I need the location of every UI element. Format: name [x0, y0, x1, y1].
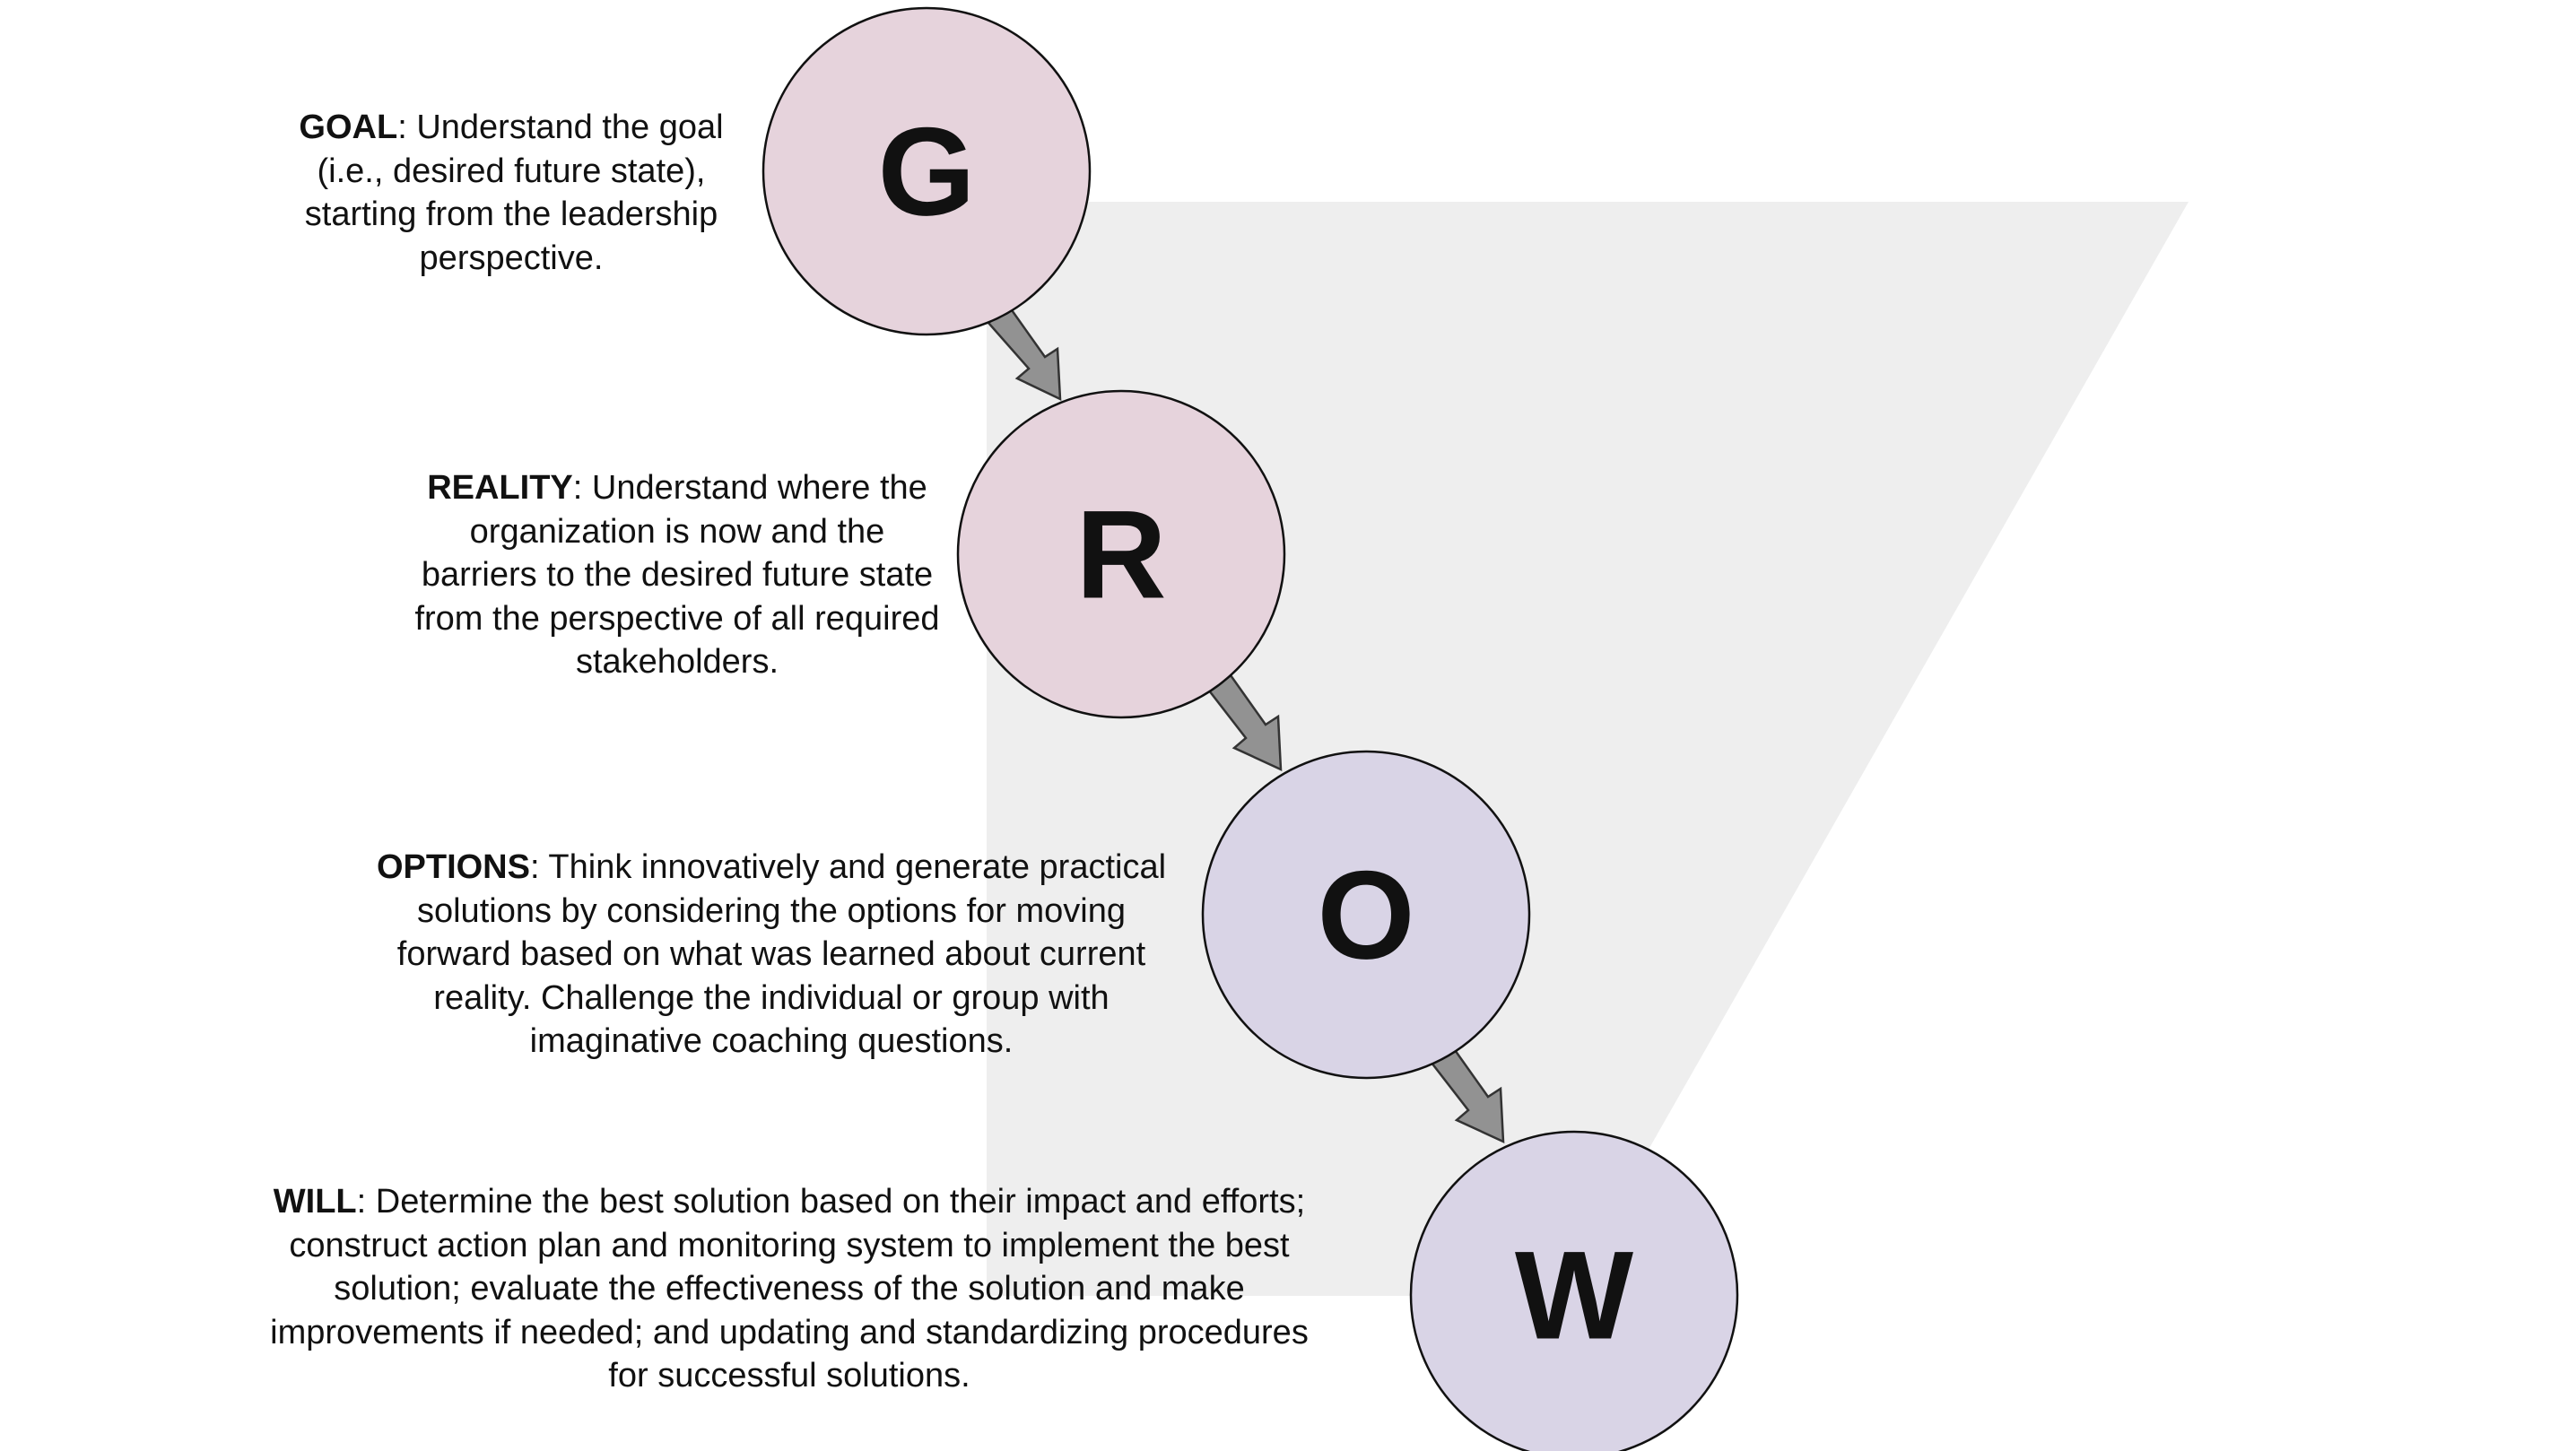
- arrow-g-to-r: [987, 306, 1062, 402]
- options-term: OPTIONS: [376, 848, 530, 886]
- goal-text: : Understand the goal (i.e., desired fut…: [304, 109, 724, 277]
- options-description: OPTIONS: Think innovatively and generate…: [359, 846, 1184, 1064]
- reality-term: REALITY: [427, 469, 573, 507]
- will-description: WILL: Determine the best solution based …: [269, 1180, 1310, 1398]
- arrow-r-to-o: [1207, 673, 1283, 772]
- stage-w-circle: [1409, 1130, 1739, 1451]
- stage-o-letter: O: [1318, 845, 1415, 986]
- stage-g-letter: G: [878, 101, 976, 242]
- goal-description: GOAL: Understand the goal (i.e., desired…: [296, 106, 727, 280]
- stage-w-node: W: [1409, 1130, 1739, 1451]
- goal-term: GOAL: [299, 109, 398, 146]
- stage-g-circle: [761, 6, 1092, 336]
- reality-text: : Understand where the organization is n…: [414, 469, 940, 681]
- stage-r-letter: R: [1075, 484, 1166, 625]
- will-text: : Determine the best solution based on t…: [270, 1183, 1309, 1395]
- stage-r-node: R: [956, 389, 1286, 719]
- stage-g-node: G: [761, 6, 1092, 336]
- stage-w-letter: W: [1515, 1225, 1633, 1366]
- stage-o-circle: [1201, 750, 1531, 1080]
- stage-o-node: O: [1201, 750, 1531, 1080]
- stage-r-circle: [956, 389, 1286, 719]
- options-text: : Think innovatively and generate practi…: [396, 848, 1167, 1060]
- reality-description: REALITY: Understand where the organizati…: [408, 466, 946, 684]
- will-term: WILL: [273, 1183, 357, 1221]
- arrow-o-to-w: [1430, 1046, 1505, 1144]
